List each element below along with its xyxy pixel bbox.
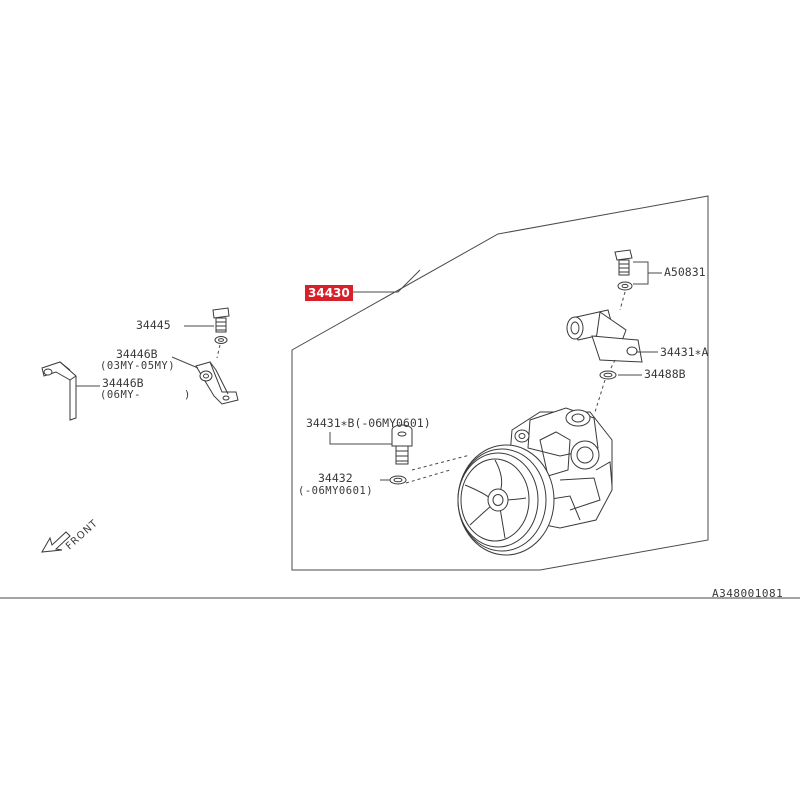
part-note-34446b-2-end: ): [184, 389, 191, 401]
leader-34446b-1: [171, 356, 199, 369]
part-note-34432: (-06MY0601): [298, 485, 374, 497]
part-note-34446b-2: (06MY-: [100, 389, 141, 401]
part-label-34488b[interactable]: 34488B: [644, 367, 686, 381]
part-label-34446b-1[interactable]: 34446B: [116, 347, 158, 361]
front-arrow-icon: [41, 531, 71, 553]
bracket-34446b-1: [195, 361, 239, 405]
bolt-a50831: [614, 249, 633, 291]
part-label-34431b[interactable]: 34431∗B(-06MY0601): [306, 416, 431, 430]
part-label-34446b-2[interactable]: 34446B: [102, 376, 144, 390]
leader-34430: [352, 269, 421, 293]
assembly-frame: [291, 195, 709, 571]
fitting-34431b: [391, 424, 413, 465]
part-label-a50831[interactable]: A50831: [664, 265, 706, 279]
part-label-34432[interactable]: 34432: [318, 471, 353, 485]
leader-a50831: [633, 261, 649, 285]
power-steering-pump: [457, 407, 613, 556]
part-label-34430[interactable]: 34430: [305, 285, 353, 301]
dash-a50831: [619, 291, 626, 311]
part-note-34446b-1: (03MY-05MY): [100, 360, 176, 372]
outlet-pipe-34431a: [566, 309, 643, 363]
leader-34431b: [329, 432, 392, 445]
bracket-34446b-2: [41, 361, 77, 421]
diagram-reference-code: A348001081: [712, 587, 784, 600]
part-label-34431a[interactable]: 34431∗A: [660, 345, 709, 359]
part-label-34445[interactable]: 34445: [136, 318, 171, 332]
bracket-bolt-34445: [212, 307, 230, 344]
